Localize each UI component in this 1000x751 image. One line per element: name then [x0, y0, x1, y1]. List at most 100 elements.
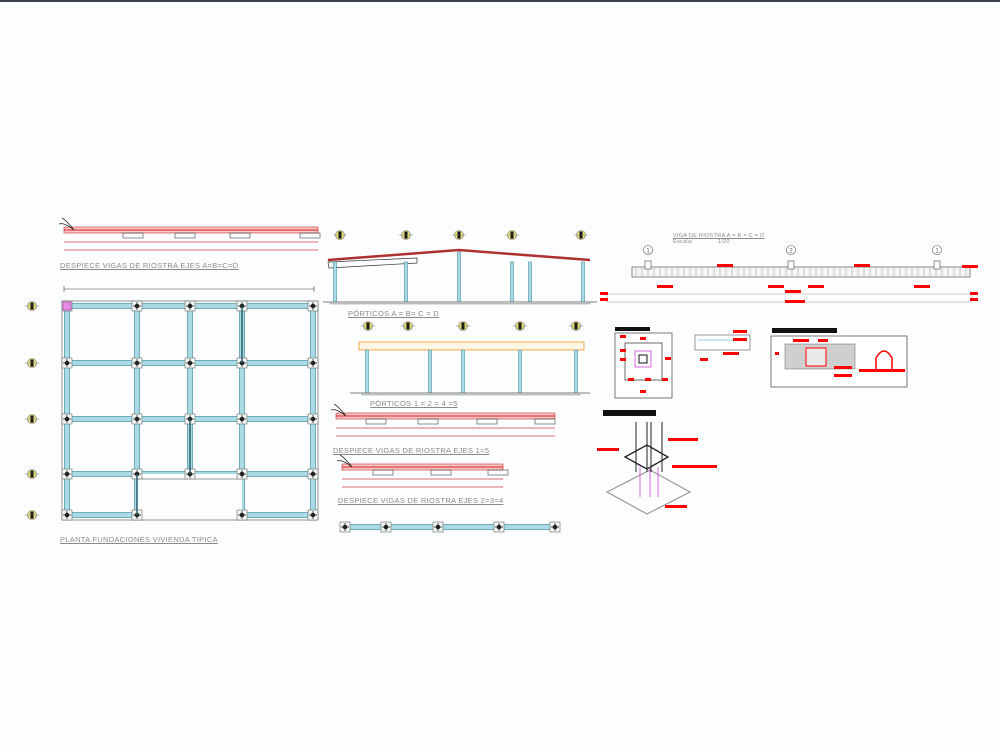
annotation-tag	[665, 505, 687, 508]
riostra-beam	[631, 266, 971, 278]
portico-column	[428, 349, 432, 394]
annotation-tag	[723, 352, 739, 355]
annotation-tag	[700, 358, 708, 361]
annotation-tag	[668, 438, 698, 441]
annotation-tag	[970, 292, 978, 295]
annotation-tag	[597, 448, 619, 451]
annotation-tag	[672, 465, 717, 468]
annotation-tag	[620, 358, 626, 361]
detail-title-bar	[615, 327, 650, 331]
title-despiece-15: DESPIECE VIGAS DE RIOSTRA EJES 1=5	[333, 446, 490, 455]
column-core	[638, 354, 648, 364]
ground-slab	[329, 301, 591, 305]
column-section	[805, 347, 827, 367]
hook-detail	[58, 217, 75, 231]
annotation-tag	[768, 285, 784, 288]
stirrup-detail	[417, 418, 439, 425]
portico-top-beam	[358, 341, 585, 351]
annotation-tag	[640, 337, 646, 340]
detail-title-bar	[772, 328, 837, 333]
annotation-tag	[859, 369, 905, 372]
stirrup-detail	[122, 232, 144, 239]
annotation-tag	[665, 357, 671, 360]
annotation-tag	[962, 265, 978, 268]
portico-column	[581, 261, 585, 303]
highlighted-column	[62, 301, 72, 311]
annotation-tag	[620, 335, 626, 338]
portico-column	[510, 261, 514, 303]
annotation-tag	[808, 285, 824, 288]
title-despiece-234: DESPIECE VIGAS DE RIOSTRA EJES 2=3=4	[338, 496, 504, 505]
annotation-tag	[834, 374, 852, 377]
ground-slab	[361, 392, 581, 396]
foundation-beam	[344, 524, 556, 530]
annotation-tag	[733, 330, 747, 333]
stirrup-detail	[174, 232, 196, 239]
title-porticos-abcd: PÓRTICOS A = B= C = D	[348, 309, 439, 318]
annotation-tag	[834, 366, 852, 369]
annotation-tag	[775, 352, 779, 355]
stirrup-detail	[487, 469, 509, 476]
stirrup-detail	[534, 418, 556, 425]
annotation-tag	[662, 378, 668, 381]
footing-section	[694, 334, 751, 351]
hook-detail	[336, 454, 353, 468]
plan-notch	[137, 474, 242, 515]
footing-inner	[624, 342, 663, 381]
annotation-tag	[620, 349, 626, 352]
footing-plan	[614, 332, 673, 399]
title-despiece-abcd: DESPIECE VIGAS DE RIOSTRA EJES A=B=C=D	[60, 261, 239, 270]
portico-column	[574, 349, 578, 394]
annotation-tag	[793, 339, 809, 342]
annotation-tag	[657, 285, 673, 288]
column-cage-iso	[623, 444, 670, 470]
axis-bubble-label: 1	[935, 249, 939, 255]
portico-column	[518, 349, 522, 394]
title-viga-riostra: VIGA DE RIOSTRA A = B = C = D	[673, 233, 765, 239]
column-stub	[787, 260, 795, 270]
annotation-tag	[818, 339, 828, 342]
annotation-tag	[914, 285, 930, 288]
annotation-tag	[733, 338, 747, 341]
portico-column	[365, 349, 369, 394]
foundation-beam	[310, 305, 316, 516]
annotation-tag	[628, 378, 634, 381]
annotation-tag	[600, 298, 608, 301]
portico-column	[528, 261, 532, 303]
axis-bubble-label: 2	[789, 249, 793, 255]
axis-bubble-icon	[932, 245, 942, 255]
portico-column	[333, 261, 337, 303]
axis-bubble-icon	[643, 245, 653, 255]
annotation-tag	[640, 390, 646, 393]
portico-column	[461, 349, 465, 394]
stirrup-detail	[299, 232, 321, 239]
annotation-tag	[785, 300, 805, 303]
foundation-beam	[66, 512, 138, 518]
stirrup-detail	[372, 469, 394, 476]
stirrup-detail	[430, 469, 452, 476]
stirrup-detail	[229, 232, 251, 239]
hook-detail	[330, 403, 347, 417]
stirrup-detail	[365, 418, 387, 425]
annotation-tag	[600, 292, 608, 295]
stirrup-hook-icon	[875, 350, 893, 370]
annotation-tag	[970, 298, 978, 301]
footing-isometric	[605, 469, 692, 515]
portico-column	[457, 251, 461, 303]
foundation-beam	[64, 305, 70, 516]
detail-title-bar	[603, 410, 656, 416]
column-stub	[644, 260, 652, 270]
roof-beam	[327, 257, 418, 269]
column-stub	[933, 260, 941, 270]
axis-bubble-icon	[786, 245, 796, 255]
scale-value: 1/20	[718, 239, 730, 245]
roof-line	[327, 248, 591, 262]
title-porticos-1245: PÓRTICOS 1 = 2 = 4 =5	[370, 399, 458, 408]
column-outline	[634, 350, 652, 368]
foundation-beam	[241, 512, 314, 518]
annotation-tag	[854, 264, 870, 267]
stirrup-detail	[476, 418, 498, 425]
annotation-tag	[645, 378, 651, 381]
